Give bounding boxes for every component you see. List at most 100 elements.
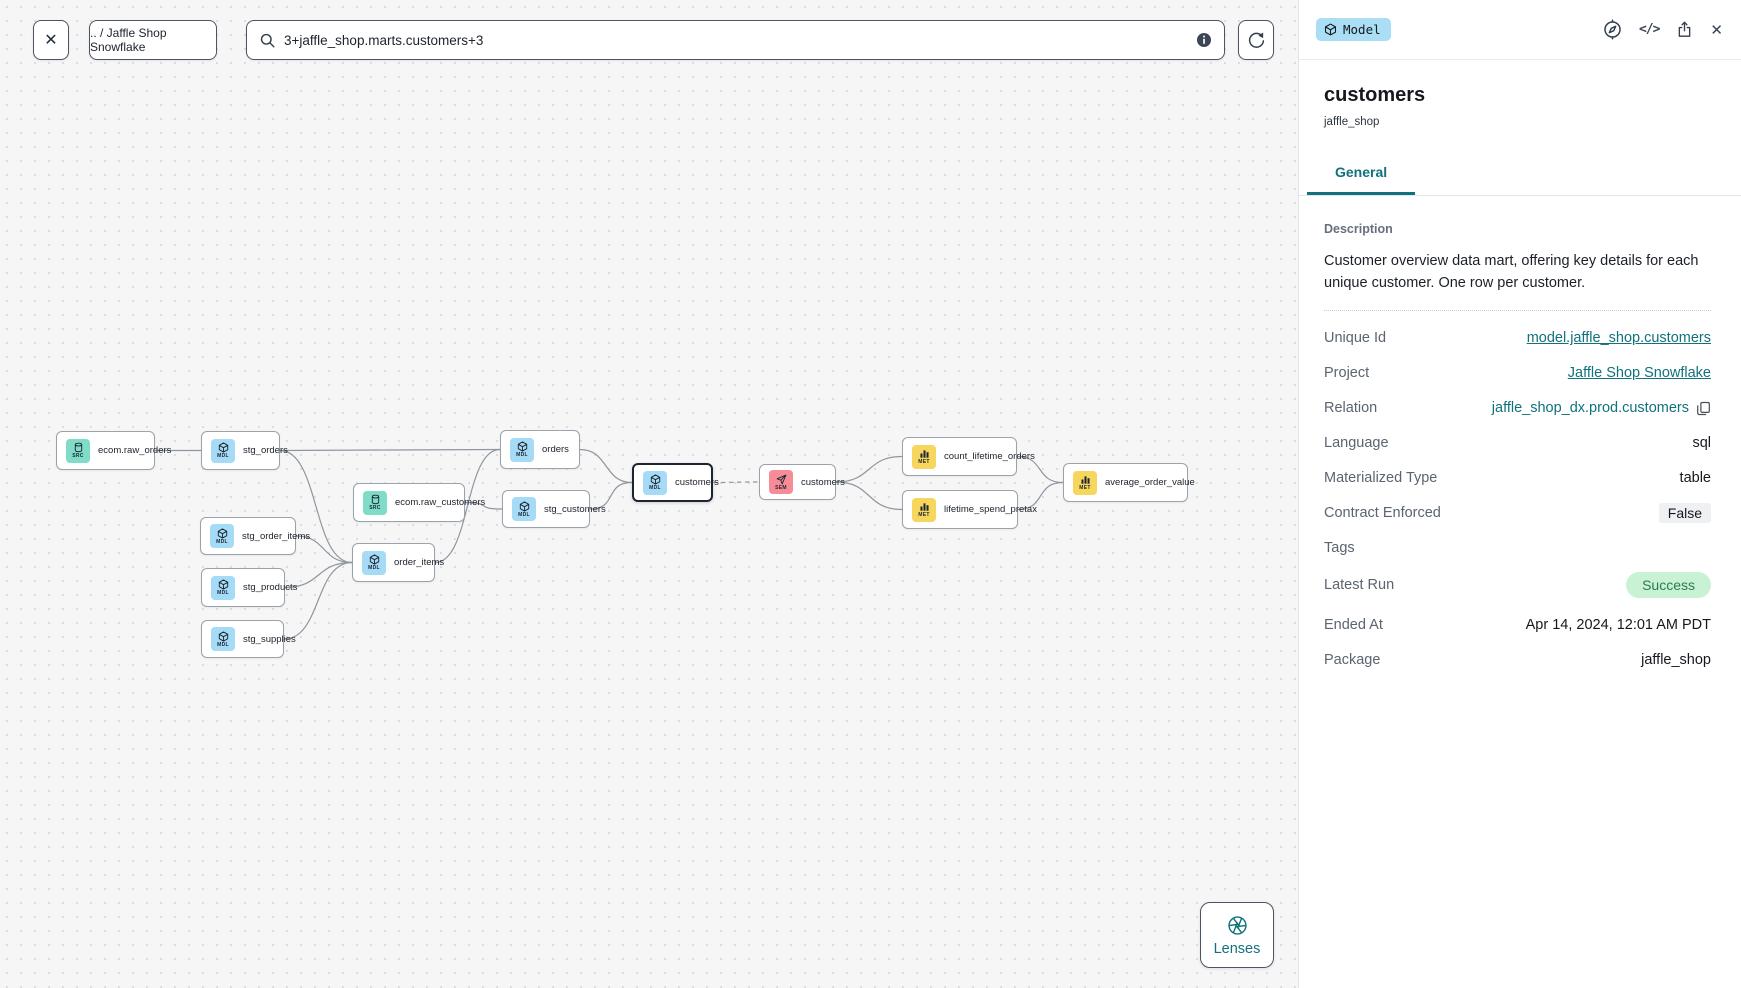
detail-link[interactable]: Jaffle Shop Snowflake: [1567, 365, 1711, 382]
detail-label: Language: [1324, 435, 1389, 452]
mdl-icon: MDL: [643, 470, 667, 495]
detail-row: Ended At Apr 14, 2024, 12:01 AM PDT: [1324, 614, 1711, 636]
detail-value: Apr 14, 2024, 12:01 AM PDT: [1525, 617, 1711, 634]
resource-details-panel: Model </> ✕ customers jaffle_shop Genera…: [1298, 0, 1741, 988]
node-label: customers: [675, 477, 719, 488]
lenses-aperture-icon: [1226, 914, 1249, 937]
detail-value: Jaffle Shop Snowflake: [1568, 365, 1711, 381]
description-text: Customer overview data mart, offering ke…: [1324, 253, 1699, 292]
resource-type-badge: Model: [1316, 18, 1391, 41]
node-label: customers: [801, 476, 845, 488]
mdl-icon: MDL: [211, 575, 235, 600]
node-label: lifetime_spend_pretax: [944, 504, 1037, 515]
detail-label: Materialized Type: [1324, 470, 1438, 487]
lenses-label: Lenses: [1213, 940, 1261, 957]
detail-value: jaffle_shop: [1641, 652, 1711, 669]
mdl-icon: MDL: [510, 437, 534, 462]
met-icon: MET: [912, 444, 936, 469]
node-label: stg_products: [243, 582, 298, 593]
tab-general[interactable]: General: [1307, 164, 1416, 195]
graph-node-stg_orders[interactable]: MDL stg_orders: [201, 431, 288, 470]
model-cube-icon: [1324, 23, 1337, 36]
resource-package-subtitle: jaffle_shop: [1324, 116, 1380, 128]
selector-info-icon[interactable]: [1196, 32, 1212, 48]
node-label: orders: [542, 444, 569, 455]
detail-value: sql: [1692, 435, 1711, 452]
refresh-icon: [1247, 31, 1266, 50]
copy-icon[interactable]: [1696, 401, 1711, 416]
detail-label: Unique Id: [1324, 330, 1387, 347]
search-icon: [259, 32, 276, 49]
close-panel-icon[interactable]: ✕: [1710, 21, 1723, 39]
sem-icon: SEM: [769, 470, 793, 494]
met-icon: MET: [912, 497, 936, 522]
status-badge: Success: [1626, 572, 1711, 599]
detail-link[interactable]: model.jaffle_shop.customers: [1526, 330, 1711, 347]
share-icon[interactable]: [1675, 20, 1694, 39]
detail-row: Contract Enforced False: [1324, 502, 1711, 524]
contract-badge: False: [1658, 503, 1711, 524]
lineage-selector-box: [246, 20, 1225, 60]
detail-label: Latest Run: [1324, 577, 1395, 594]
detail-row: Project Jaffle Shop Snowflake: [1324, 362, 1711, 384]
mdl-icon: MDL: [362, 550, 386, 575]
mdl-icon: MDL: [211, 627, 235, 651]
relation-value: jaffle_shop_dx.prod.customers: [1491, 400, 1689, 417]
explore-lineage-icon[interactable]: [1602, 19, 1623, 40]
detail-label: Ended At: [1324, 617, 1383, 634]
detail-label: Project: [1324, 365, 1370, 382]
detail-value: False: [1658, 503, 1711, 524]
detail-row: Language sql: [1324, 432, 1711, 454]
lineage-toolbar: ✕ .. / Jaffle Shop Snowflake: [0, 0, 1298, 80]
lenses-button[interactable]: Lenses: [1200, 902, 1274, 968]
detail-value: Success: [1626, 572, 1711, 599]
graph-node-stg_supplies[interactable]: MDL stg_supplies: [201, 620, 296, 658]
mdl-icon: MDL: [211, 438, 235, 463]
detail-row: Latest Run Success: [1324, 572, 1711, 599]
detail-value: model.jaffle_shop.customers: [1527, 330, 1711, 346]
src-icon: SRC: [363, 490, 387, 515]
resource-type-label: Model: [1343, 22, 1381, 37]
graph-node-stg_products[interactable]: MDL stg_products: [201, 568, 297, 607]
refresh-lineage-button[interactable]: [1238, 20, 1274, 60]
node-label: ecom.raw_customers: [395, 497, 486, 508]
section-divider: [1324, 310, 1711, 312]
node-label: stg_order_items: [242, 530, 311, 542]
node-label: stg_customers: [544, 503, 606, 515]
src-icon: SRC: [66, 438, 90, 463]
detail-label: Tags: [1324, 540, 1355, 557]
description-label: Description: [1324, 222, 1393, 236]
node-label: stg_orders: [243, 445, 288, 456]
graph-node-customers[interactable]: MDL customers: [632, 463, 719, 502]
breadcrumb[interactable]: .. / Jaffle Shop Snowflake: [89, 20, 217, 60]
detail-row: Unique Id model.jaffle_shop.customers: [1324, 327, 1711, 349]
node-label: order_items: [394, 557, 445, 568]
panel-header: Model </> ✕: [1299, 0, 1741, 60]
graph-node-customers_sem[interactable]: SEM customers: [759, 464, 845, 500]
detail-label: Contract Enforced: [1324, 505, 1441, 522]
resource-title: customers: [1324, 84, 1426, 106]
close-lineage-button[interactable]: ✕: [33, 20, 69, 60]
graph-node-lifetime_spend[interactable]: MET lifetime_spend_pretax: [902, 490, 1037, 529]
node-label: stg_supplies: [243, 633, 296, 645]
detail-row: Tags: [1324, 537, 1711, 559]
detail-value: jaffle_shop_dx.prod.customers: [1492, 400, 1711, 416]
close-icon: ✕: [44, 32, 58, 49]
graph-node-raw_customers[interactable]: SRC ecom.raw_customers: [353, 483, 485, 522]
panel-tabs: General: [1299, 164, 1741, 196]
graph-node-orders[interactable]: MDL orders: [500, 430, 580, 469]
selector-input[interactable]: [284, 32, 1188, 48]
view-code-icon[interactable]: </>: [1638, 22, 1661, 37]
graph-node-order_items[interactable]: MDL order_items: [352, 543, 444, 582]
